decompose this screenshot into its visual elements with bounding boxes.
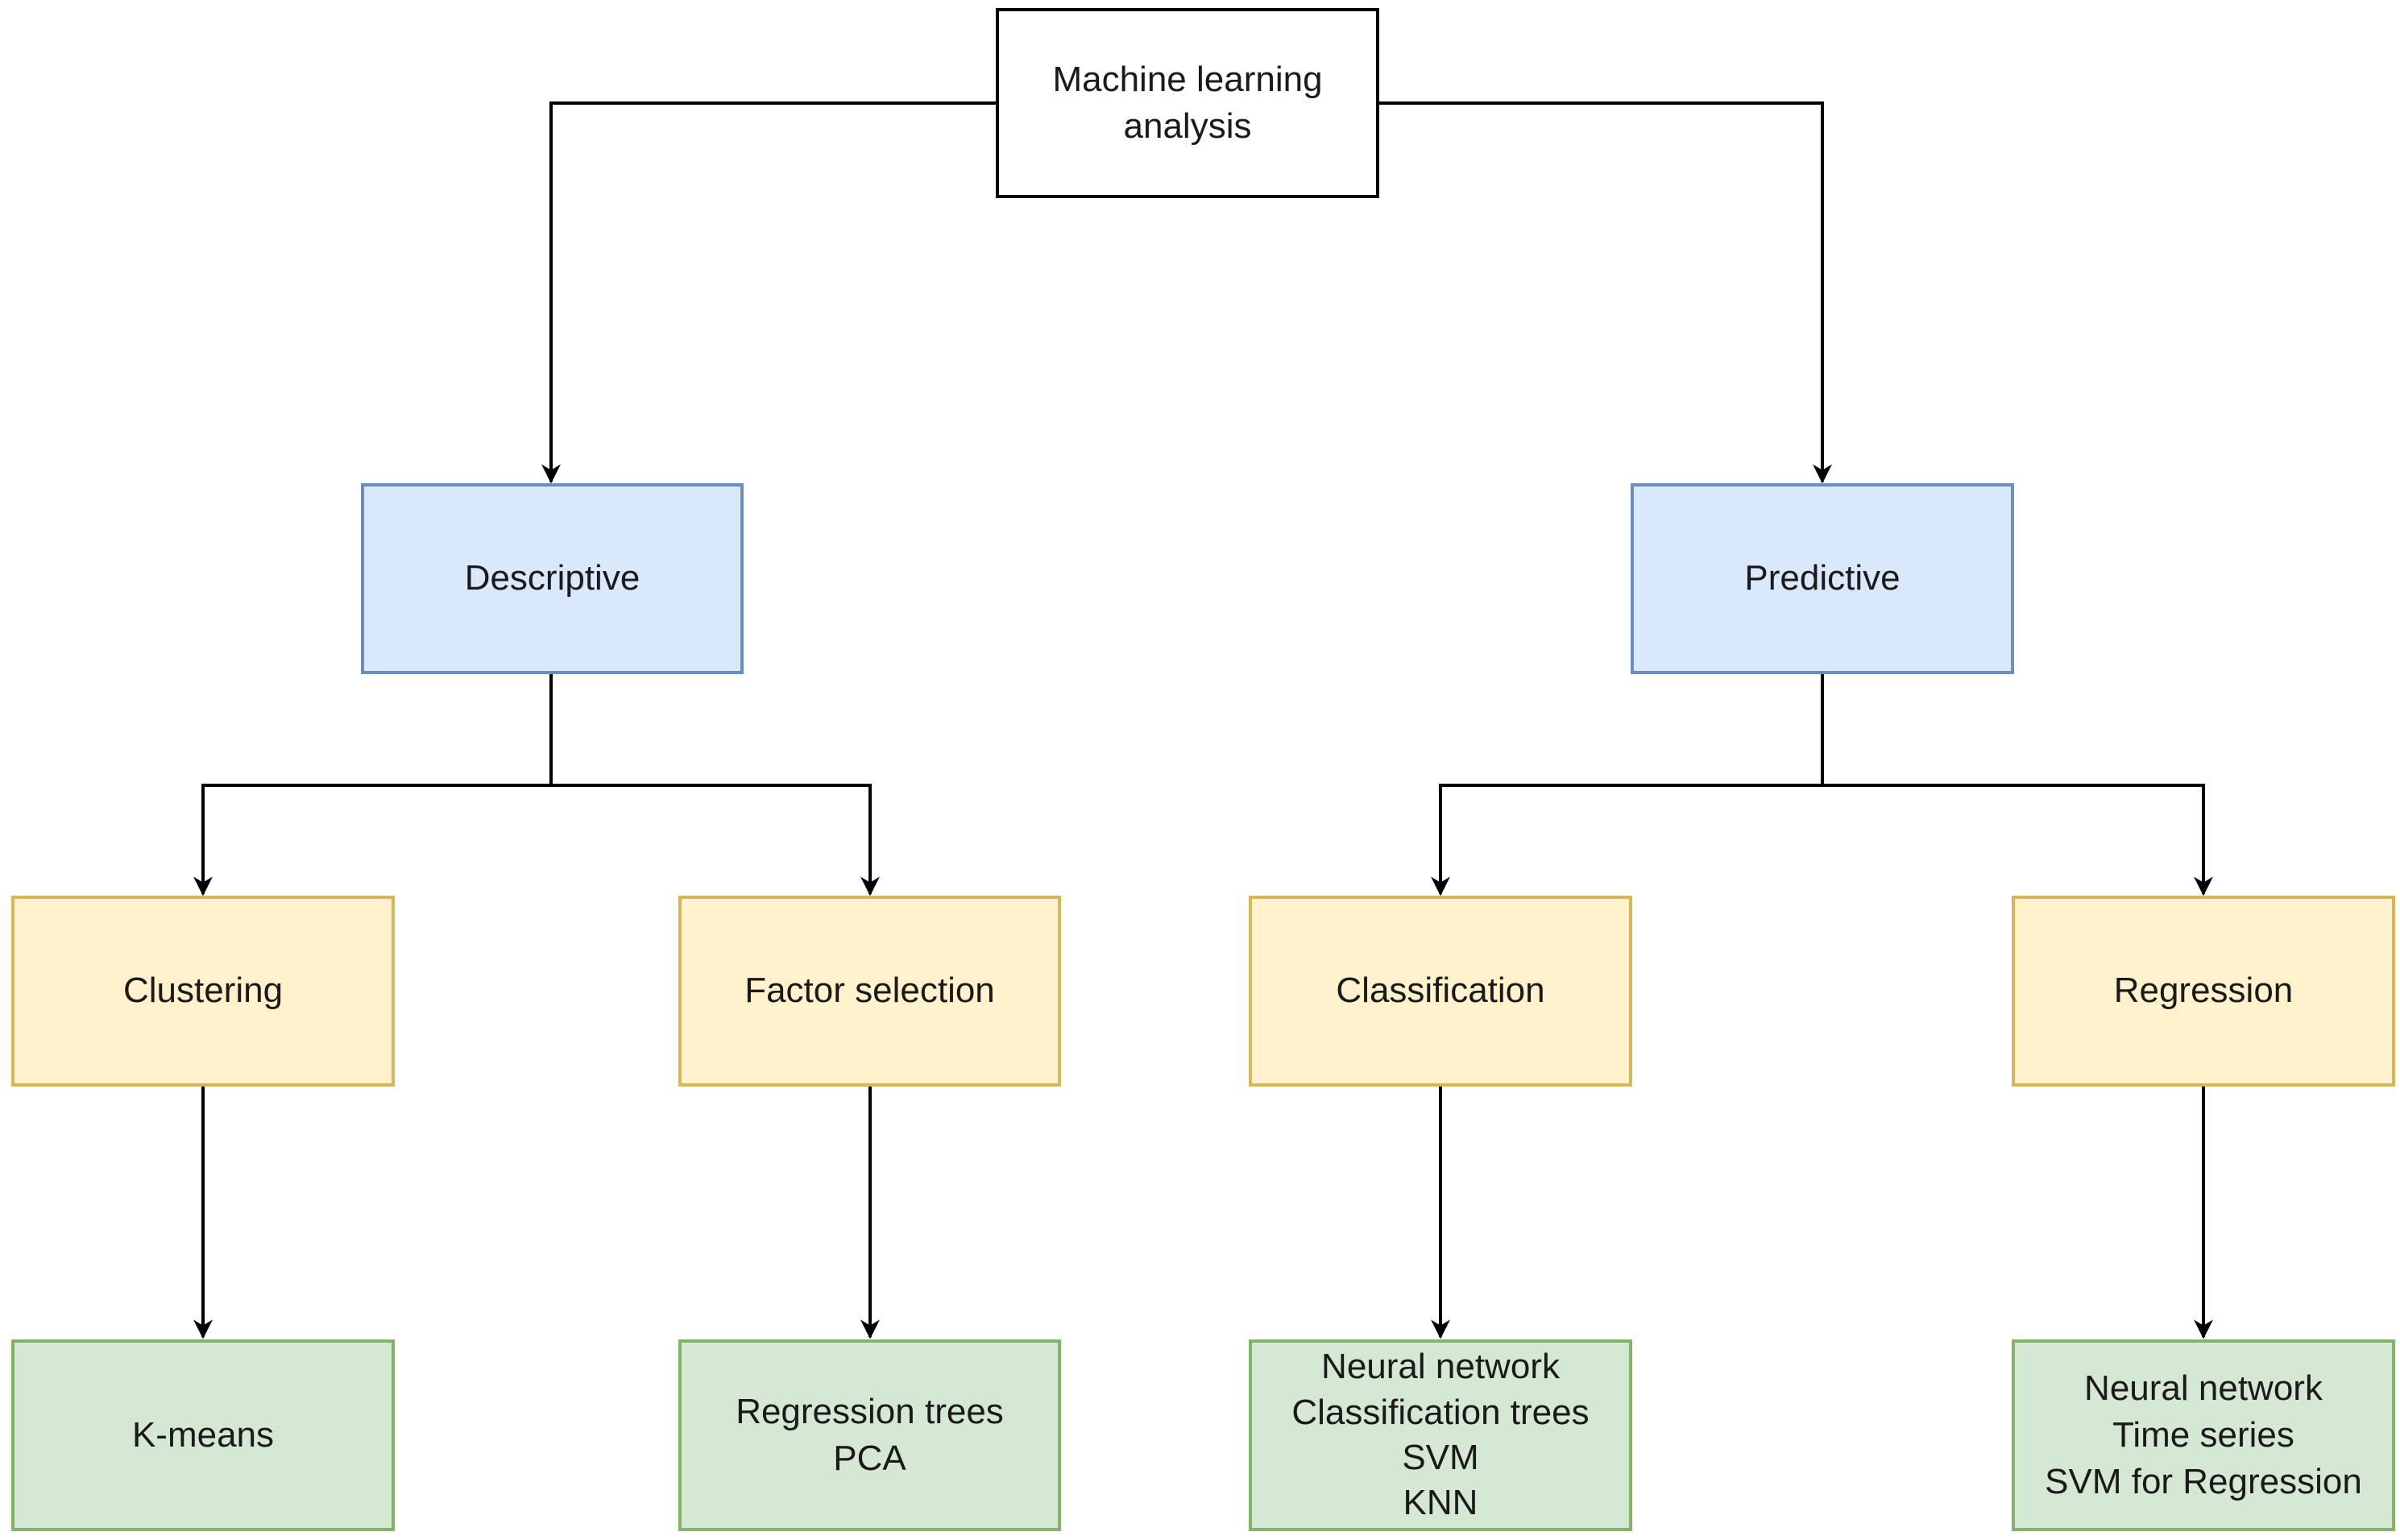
predictive-node: Predictive	[1631, 483, 2014, 674]
clustering-methods-node: K-means	[11, 1339, 395, 1531]
descriptive-label: Descriptive	[464, 558, 640, 598]
method-item: Regression trees	[736, 1391, 1004, 1431]
regression-label: Regression	[2113, 971, 2294, 1011]
method-item: SVM for Regression	[2045, 1462, 2362, 1502]
regression-node: Regression	[2012, 896, 2395, 1087]
classification-methods-node: Neural network Classification trees SVM …	[1249, 1339, 1632, 1531]
edge-descriptive-factor-selection	[551, 784, 880, 896]
regression-methods-node: Neural network Time series SVM for Regre…	[2012, 1339, 2395, 1531]
edge-root-predictive	[1379, 101, 1832, 484]
classification-label: Classification	[1336, 971, 1545, 1011]
method-item: Time series	[2112, 1414, 2294, 1455]
edge-descriptive-clustering	[193, 674, 553, 896]
method-item: K-means	[131, 1414, 275, 1455]
method-item: KNN	[1403, 1483, 1478, 1523]
clustering-node: Clustering	[11, 896, 395, 1087]
method-item: Classification trees	[1291, 1392, 1590, 1432]
edge-predictive-classification	[1431, 674, 1824, 896]
method-item: PCA	[833, 1439, 906, 1478]
classification-node: Classification	[1249, 896, 1632, 1087]
predictive-label: Predictive	[1744, 558, 1901, 598]
root-label-line-1: Machine learning	[1052, 59, 1323, 99]
clustering-label: Clustering	[122, 971, 284, 1011]
factor-selection-methods-node: Regression trees PCA	[678, 1339, 1061, 1531]
root-label-line-2: analysis	[1123, 106, 1252, 146]
method-item: SVM	[1402, 1438, 1479, 1477]
root-node: Machine learning analysis	[996, 8, 1379, 198]
descriptive-node: Descriptive	[361, 483, 744, 674]
method-item: Neural network	[2084, 1368, 2323, 1408]
edge-root-descriptive	[541, 101, 996, 484]
edge-predictive-regression	[1822, 784, 2213, 896]
method-item: Neural network	[1321, 1347, 1560, 1387]
factor-selection-label: Factor selection	[744, 971, 995, 1011]
factor-selection-node: Factor selection	[678, 896, 1061, 1087]
